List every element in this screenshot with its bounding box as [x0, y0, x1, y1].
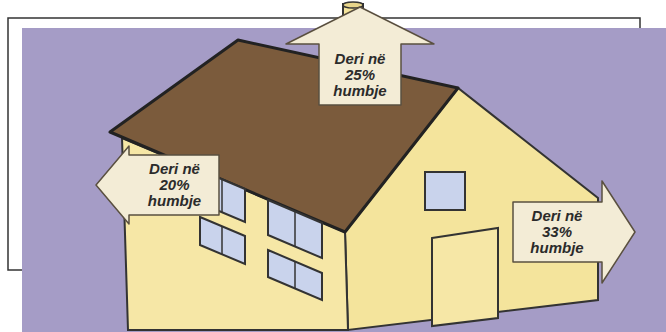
gable-window [425, 172, 465, 210]
mullion [221, 226, 223, 254]
window [268, 200, 322, 258]
arrow-shape [512, 180, 636, 284]
arrow-outline [96, 146, 219, 224]
arrow-callout: Deri në 20% humbje [95, 145, 220, 225]
door [432, 228, 498, 326]
arrow-label: Deri në 20% humbje [142, 161, 208, 209]
roof [110, 40, 458, 232]
mullion [294, 211, 296, 246]
arrow-shape [95, 145, 220, 225]
mullion [221, 180, 223, 212]
arrow-label: Deri në 25% humbje [327, 51, 393, 99]
window [268, 250, 322, 300]
window-mullions [222, 180, 295, 288]
window [200, 217, 245, 264]
arrow-outline [513, 181, 635, 283]
mullion [294, 261, 296, 288]
arrow-callout: Deri në 33% humbje [512, 180, 636, 284]
arrow-label: Deri në 33% humbje [524, 208, 590, 256]
arrow-callout: Deri në 25% humbje [285, 6, 435, 106]
arrow-outline [286, 7, 434, 105]
